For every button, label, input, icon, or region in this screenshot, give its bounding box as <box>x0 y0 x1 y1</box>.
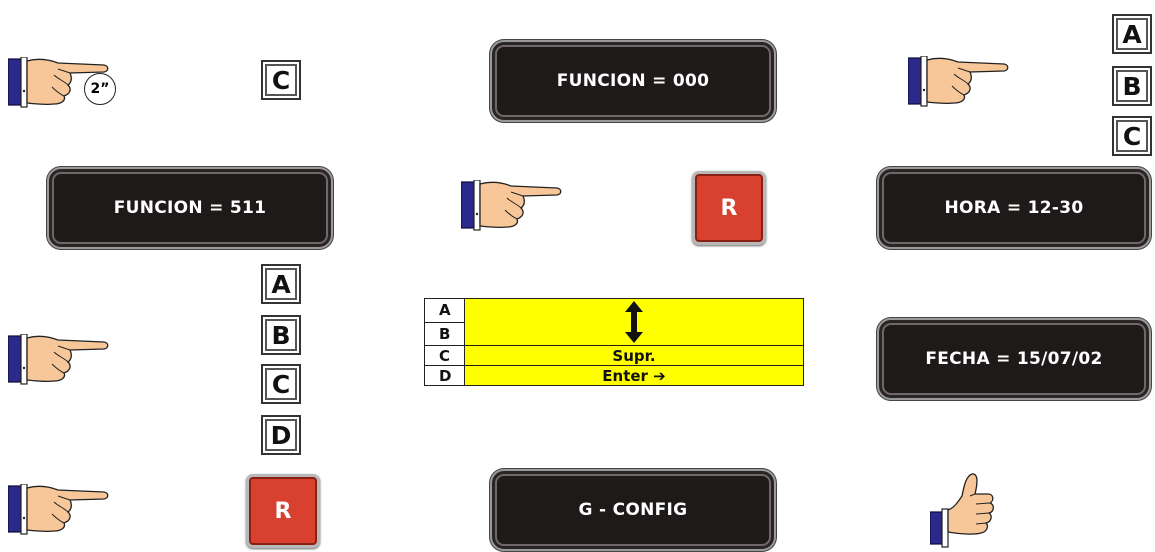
display-fecha: FECHA = 15/07/02 <box>877 318 1151 400</box>
key-c[interactable]: C <box>261 60 301 100</box>
hold-2-seconds-badge: 2” <box>84 73 116 105</box>
r-button[interactable]: R <box>692 171 766 245</box>
display-fecha-text: FECHA = 15/07/02 <box>925 349 1103 369</box>
hand-pointer-icon <box>908 56 1009 107</box>
hand-pointer-icon <box>8 334 109 385</box>
thumbs-up-icon <box>930 473 994 548</box>
display-funcion-511: FUNCION = 511 <box>47 167 333 249</box>
key-a[interactable]: A <box>1112 14 1152 54</box>
key-a-label: A <box>1122 19 1142 49</box>
r-button-label: R <box>274 498 292 524</box>
table-row: D Enter ➔ <box>424 365 804 386</box>
key-c[interactable]: C <box>1112 116 1152 156</box>
table-key-cell: B <box>424 321 465 346</box>
key-c-label: C <box>271 65 291 95</box>
key-b[interactable]: B <box>261 315 301 355</box>
table-action-cell: Enter ➔ <box>464 365 804 386</box>
r-button-label: R <box>720 195 738 221</box>
table-key-cell: C <box>424 345 465 366</box>
display-hora-text: HORA = 12-30 <box>944 198 1084 218</box>
key-b-label: B <box>271 320 291 350</box>
table-key-cell: D <box>424 365 465 386</box>
table-row: B <box>424 321 804 346</box>
hand-pointer-icon <box>461 180 562 231</box>
key-b[interactable]: B <box>1112 66 1152 106</box>
display-g-config-text: G - CONFIG <box>578 500 688 520</box>
hand-pointer-icon <box>8 484 109 535</box>
display-g-config: G - CONFIG <box>490 469 776 551</box>
key-a[interactable]: A <box>261 264 301 304</box>
key-function-table: A B C Supr. D Enter ➔ <box>424 298 804 386</box>
table-row: C Supr. <box>424 345 804 366</box>
key-b-label: B <box>1122 71 1142 101</box>
table-action-cell: Supr. <box>464 345 804 366</box>
table-key-cell: A <box>424 298 465 323</box>
key-c-label: C <box>271 369 291 399</box>
up-down-arrow-cell <box>464 298 804 346</box>
up-down-arrow-icon <box>625 301 643 343</box>
r-button[interactable]: R <box>246 474 320 548</box>
key-d-label: D <box>270 420 292 450</box>
key-a-label: A <box>271 269 291 299</box>
key-c[interactable]: C <box>261 364 301 404</box>
display-funcion-000-text: FUNCION = 000 <box>556 71 710 91</box>
display-hora: HORA = 12-30 <box>877 167 1151 249</box>
hold-duration-label: 2” <box>90 81 110 97</box>
table-row: A <box>424 298 804 346</box>
display-funcion-511-text: FUNCION = 511 <box>113 198 267 218</box>
display-funcion-000: FUNCION = 000 <box>490 40 776 122</box>
key-c-label: C <box>1122 121 1142 151</box>
key-d[interactable]: D <box>261 415 301 455</box>
